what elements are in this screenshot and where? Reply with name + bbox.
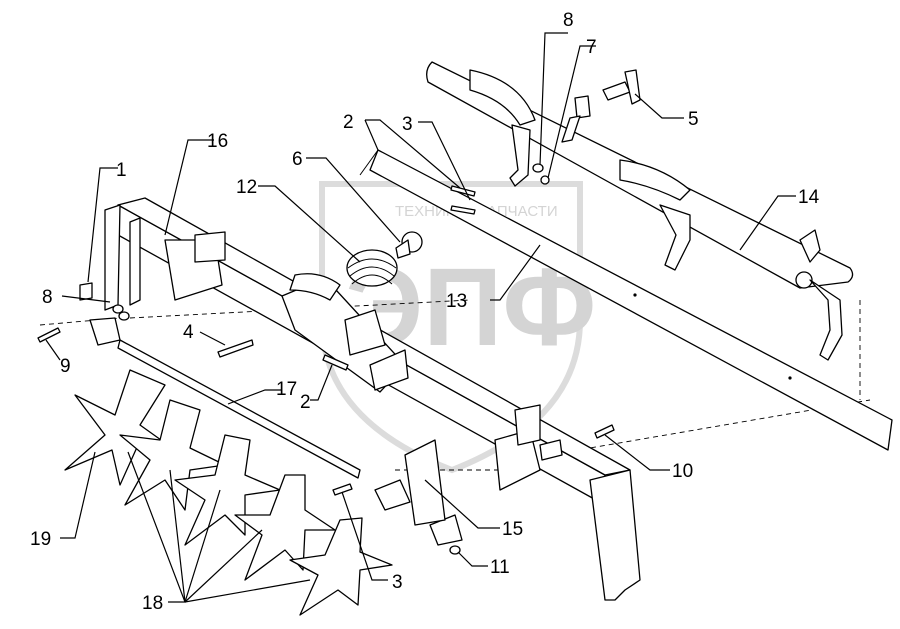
callout-9: 9 <box>60 356 71 377</box>
star-rotors <box>64 369 393 616</box>
callout-17: 17 <box>276 379 297 400</box>
rotor-shaft <box>89 317 463 546</box>
center-bracket <box>281 231 423 393</box>
fasteners <box>37 163 615 555</box>
callout-labels: 1 2 2 3 3 4 5 6 7 8 8 9 10 11 12 13 14 1… <box>30 10 820 614</box>
callout-18: 18 <box>142 593 163 614</box>
tine-bar <box>426 61 854 361</box>
callout-3-lower: 3 <box>392 572 403 593</box>
callout-13: 13 <box>446 291 467 312</box>
long-beam <box>359 149 893 451</box>
callout-3-upper: 3 <box>402 114 413 135</box>
callout-14: 14 <box>798 187 820 208</box>
callout-10: 10 <box>672 461 693 482</box>
callout-19: 19 <box>30 529 51 550</box>
callout-2-upper: 2 <box>343 112 354 133</box>
callout-8-lower: 8 <box>42 287 53 308</box>
callout-8-upper: 8 <box>563 10 574 31</box>
callout-6: 6 <box>292 149 303 170</box>
callout-1: 1 <box>116 160 127 181</box>
callout-2-lower: 2 <box>300 392 311 413</box>
spring-assembly <box>561 69 641 143</box>
callout-5: 5 <box>688 109 699 130</box>
callout-11: 11 <box>490 557 510 578</box>
callout-7: 7 <box>586 37 597 58</box>
leader-lines <box>45 32 796 603</box>
callout-4: 4 <box>183 322 194 343</box>
callout-12: 12 <box>236 177 257 198</box>
callout-16: 16 <box>207 131 228 152</box>
callout-15: 15 <box>502 519 523 540</box>
